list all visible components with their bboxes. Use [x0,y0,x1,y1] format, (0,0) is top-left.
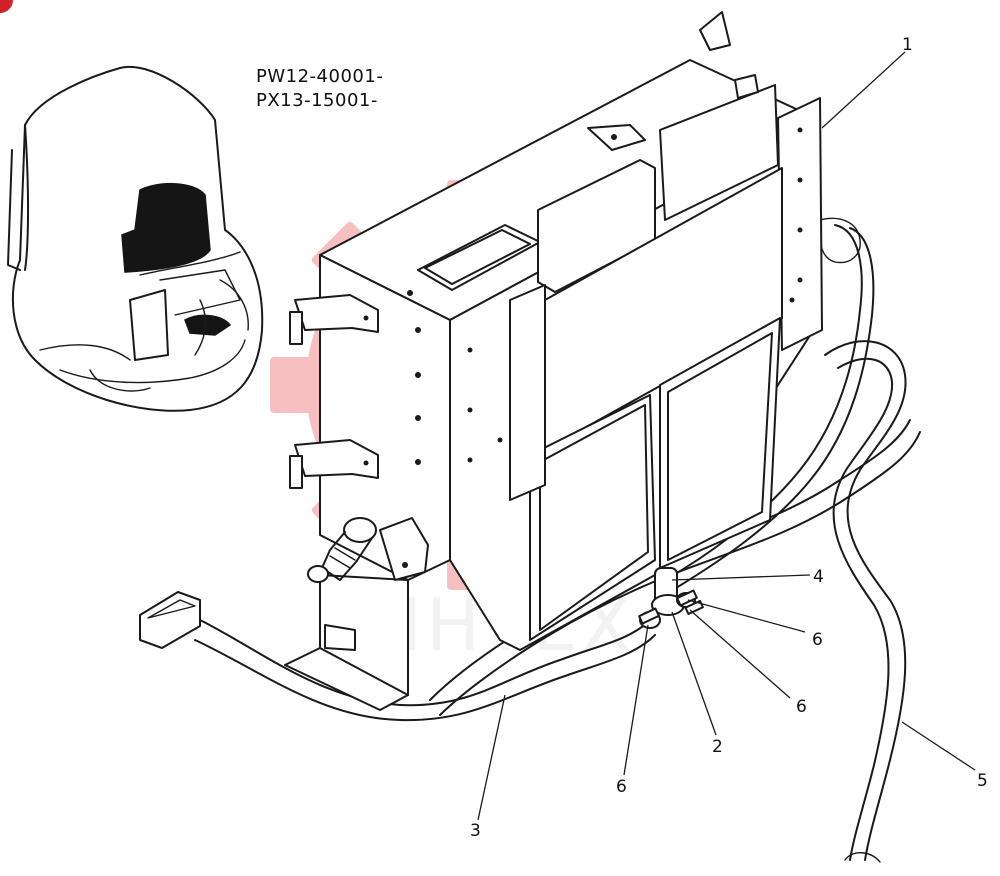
callout-6c: 6 [616,777,627,797]
corner-badge [0,0,13,13]
leader-lines [477,51,976,821]
mounting-bracket-upper [289,294,379,345]
hose-5 [824,340,907,863]
callout-1: 1 [902,35,913,55]
outlet-nozzle [307,517,377,583]
mounting-bracket-lower [289,439,379,489]
callout-2: 2 [712,737,723,757]
machine-cab-inset [7,65,264,412]
serial-range-1: PW12-40001- [256,66,383,87]
hose-3-plug [139,591,201,649]
callout-4: 4 [813,567,824,587]
serial-range-2: PX13-15001- [256,90,378,111]
callout-6b: 6 [796,697,807,717]
bracket-front-small [324,517,429,651]
callout-5: 5 [977,771,988,791]
callout-6a: 6 [812,630,823,650]
heater-box [284,59,823,711]
bracket-top [587,11,759,151]
hose-clamps-6 [638,589,704,625]
callout-3: 3 [470,821,481,841]
